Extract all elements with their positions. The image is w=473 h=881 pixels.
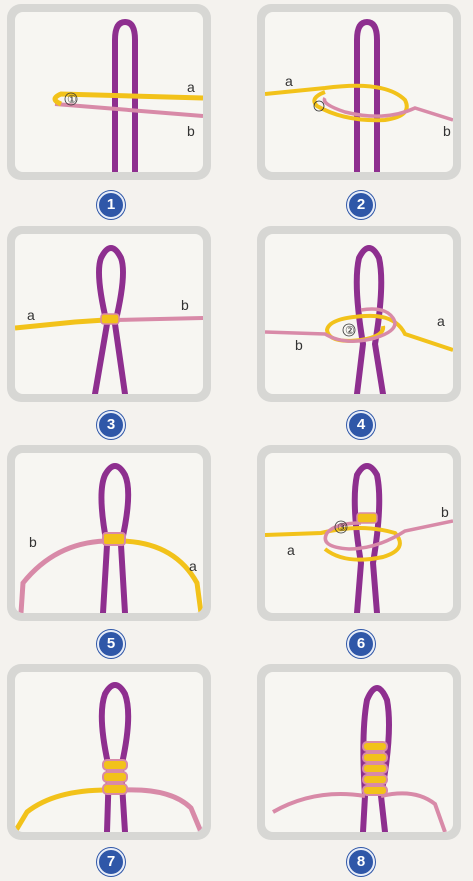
step-7-panel bbox=[7, 664, 211, 840]
step-7-diagram bbox=[15, 672, 203, 832]
step-6-diagram: ③ a b bbox=[265, 453, 453, 613]
step-2-illustration: a b bbox=[265, 12, 453, 172]
step-6-panel: ③ a b bbox=[257, 445, 461, 621]
step-3-panel: a b bbox=[7, 226, 211, 402]
step-3-illustration: a b bbox=[15, 234, 203, 394]
step-5-label-a: a bbox=[189, 558, 197, 574]
step-8-knots bbox=[363, 742, 387, 795]
step-7-number: 7 bbox=[97, 848, 125, 876]
step-1-label-b: b bbox=[187, 123, 195, 139]
step-4-diagram: ② b a bbox=[265, 234, 453, 394]
step-2-number: 2 bbox=[347, 191, 375, 219]
step-3-label-b: b bbox=[181, 297, 189, 313]
step-1-label-a: a bbox=[187, 79, 195, 95]
step-2-label-a: a bbox=[285, 73, 293, 89]
step-8-panel bbox=[257, 664, 461, 840]
step-1-marker: ① bbox=[67, 94, 77, 106]
step-4-number: 4 bbox=[347, 411, 375, 439]
step-8-number: 8 bbox=[347, 848, 375, 876]
step-4-illustration: ② b a bbox=[265, 234, 453, 394]
step-2-panel: a b bbox=[257, 4, 461, 180]
step-8-illustration bbox=[265, 672, 453, 832]
step-3-diagram: a b bbox=[15, 234, 203, 394]
step-2-diagram: a b bbox=[265, 12, 453, 172]
step-5-illustration: b a bbox=[15, 453, 203, 613]
step-1-number: 1 bbox=[97, 191, 125, 219]
step-6-number: 6 bbox=[347, 630, 375, 658]
step-1-diagram: ① a b bbox=[15, 12, 203, 172]
step-4-label-a: a bbox=[437, 313, 445, 329]
step-1-panel: ① a b bbox=[7, 4, 211, 180]
step-3-number: 3 bbox=[97, 411, 125, 439]
step-4-panel: ② b a bbox=[257, 226, 461, 402]
step-4-label-b: b bbox=[295, 337, 303, 353]
step-7-illustration bbox=[15, 672, 203, 832]
step-5-diagram: b a bbox=[15, 453, 203, 613]
step-6-marker: ③ bbox=[337, 522, 347, 534]
step-6-illustration: ③ a b bbox=[265, 453, 453, 613]
step-3-label-a: a bbox=[27, 307, 35, 323]
step-4-marker: ② bbox=[345, 325, 355, 337]
step-5-number: 5 bbox=[97, 630, 125, 658]
step-8-diagram bbox=[265, 672, 453, 832]
step-6-label-a: a bbox=[287, 542, 295, 558]
step-6-label-b: b bbox=[441, 504, 449, 520]
step-5-label-b: b bbox=[29, 534, 37, 550]
step-7-knots bbox=[103, 760, 127, 794]
step-2-label-b: b bbox=[443, 123, 451, 139]
step-1-illustration: ① a b bbox=[15, 12, 203, 172]
step-5-panel: b a bbox=[7, 445, 211, 621]
